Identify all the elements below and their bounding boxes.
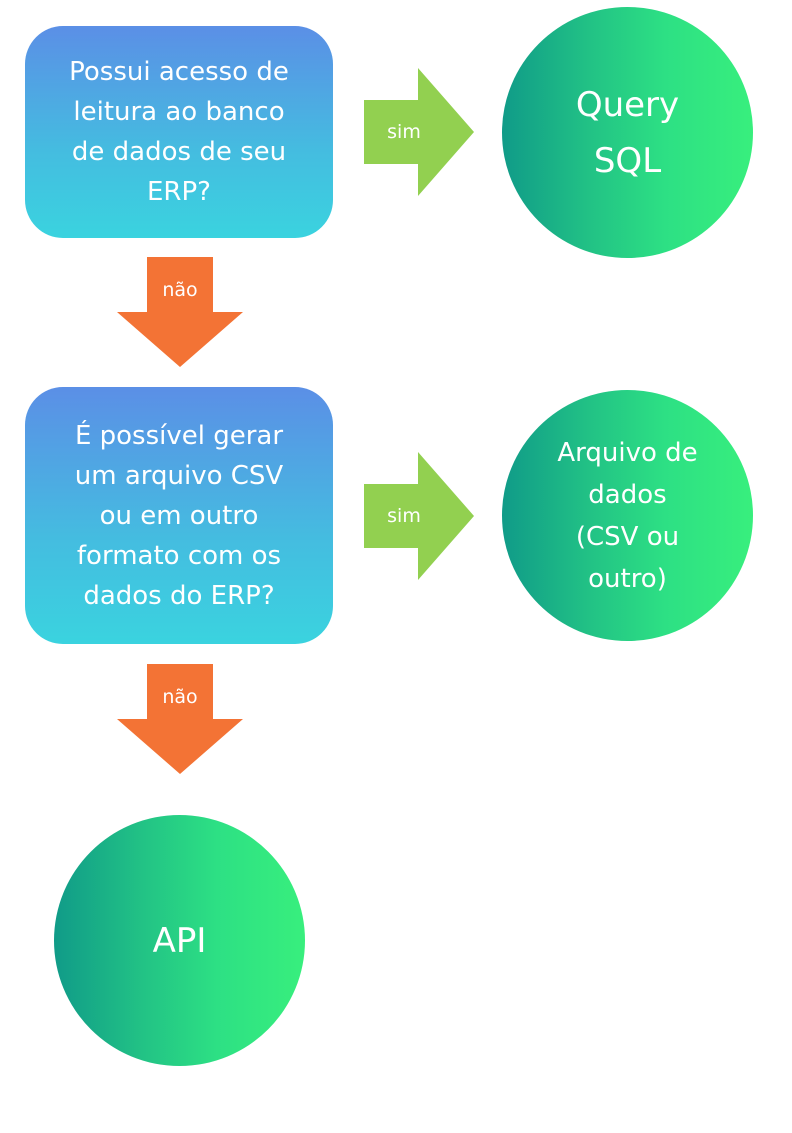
text-line: SQL	[593, 140, 662, 181]
text-line: Arquivo de	[557, 437, 698, 468]
text-line: (CSV ou	[575, 521, 680, 552]
text-line: leitura ao banco	[73, 97, 285, 127]
question-text: Possui acesso de leitura ao banco de dad…	[69, 52, 289, 212]
yes-arrow-to-file: sim	[364, 452, 474, 580]
yes-arrow-to-sql: sim	[364, 68, 474, 196]
text-line: Possui acesso de	[69, 57, 289, 87]
question-box-export-file: É possível gerar um arquivo CSV ou em ou…	[25, 387, 333, 644]
text-line: dados	[588, 479, 667, 510]
text-line: de dados de seu	[71, 137, 287, 167]
edge-label: sim	[387, 505, 421, 527]
text-line: Query	[575, 84, 680, 125]
down-arrow-icon	[117, 257, 243, 367]
result-circle-api: API	[54, 815, 305, 1066]
text-line: API	[152, 920, 207, 961]
edge-label: não	[162, 279, 198, 301]
text-line: outro)	[588, 563, 667, 594]
text-line: ERP?	[147, 177, 211, 207]
no-arrow-to-question-2: não	[117, 257, 243, 367]
right-arrow-icon	[364, 68, 474, 196]
no-arrow-to-api: não	[117, 664, 243, 774]
right-arrow-icon	[364, 452, 474, 580]
text-line: formato com os	[76, 540, 282, 571]
result-text: API	[153, 913, 207, 969]
text-line: ou em outro	[99, 500, 259, 531]
result-circle-data-file: Arquivo de dados (CSV ou outro)	[502, 390, 753, 641]
text-line: dados do ERP?	[83, 580, 275, 611]
result-text: Arquivo de dados (CSV ou outro)	[557, 432, 697, 600]
edge-label: não	[162, 686, 198, 708]
text-line: um arquivo CSV	[74, 460, 284, 491]
result-circle-query-sql: Query SQL	[502, 7, 753, 258]
question-text: É possível gerar um arquivo CSV ou em ou…	[75, 416, 283, 616]
down-arrow-icon	[117, 664, 243, 774]
edge-label: sim	[387, 121, 421, 143]
question-box-read-access: Possui acesso de leitura ao banco de dad…	[25, 26, 333, 238]
result-text: Query SQL	[576, 77, 679, 189]
text-line: É possível gerar	[74, 420, 284, 451]
